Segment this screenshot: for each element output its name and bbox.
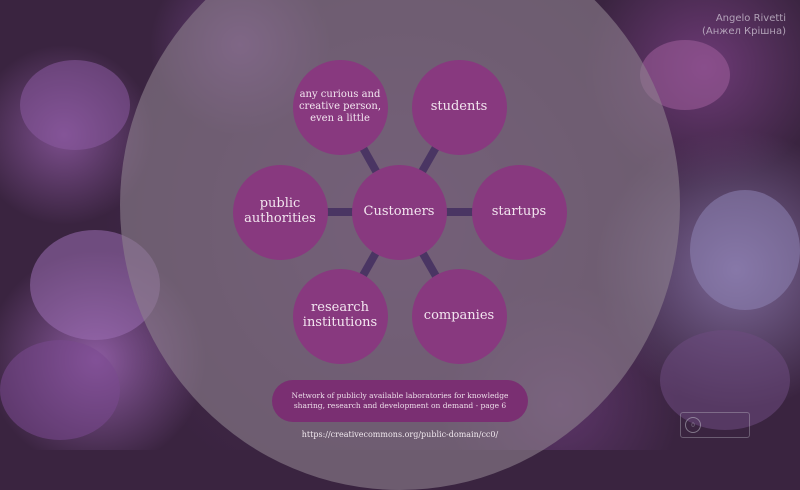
node-label: students [430, 98, 488, 114]
caption-text: Network of publicly available laboratori… [291, 390, 509, 410]
cc0-icon: 0 [685, 417, 701, 433]
node-label: research institutions [302, 300, 378, 330]
node-research-institutions: research institutions [292, 268, 388, 364]
node-customers-center: Customers [351, 164, 447, 260]
author-name: Angelo Rivetti [715, 13, 786, 24]
node-label: public authorities [244, 196, 316, 226]
node-companies: companies [411, 268, 507, 364]
author-name-alt: (Анжел Крішна) [702, 26, 786, 37]
node-students: students [411, 59, 507, 155]
node-startups: startups [471, 164, 567, 260]
node-label: Customers [363, 203, 435, 219]
author-credit: Angelo Rivetti (Анжел Крішна) [702, 12, 786, 38]
background-petal [0, 340, 120, 440]
node-label: any curious and creative person, even a … [298, 89, 382, 124]
license-badge: 0 [680, 412, 750, 438]
license-url: https://creativecommons.org/public-domai… [301, 430, 499, 439]
background-petal [20, 60, 130, 150]
node-label: companies [423, 307, 495, 323]
background-petal [690, 190, 800, 310]
node-curious-person: any curious and creative person, even a … [292, 59, 388, 155]
node-label: startups [491, 203, 547, 219]
page-caption: Network of publicly available laboratori… [272, 380, 528, 422]
node-public-authorities: public authorities [232, 164, 328, 260]
